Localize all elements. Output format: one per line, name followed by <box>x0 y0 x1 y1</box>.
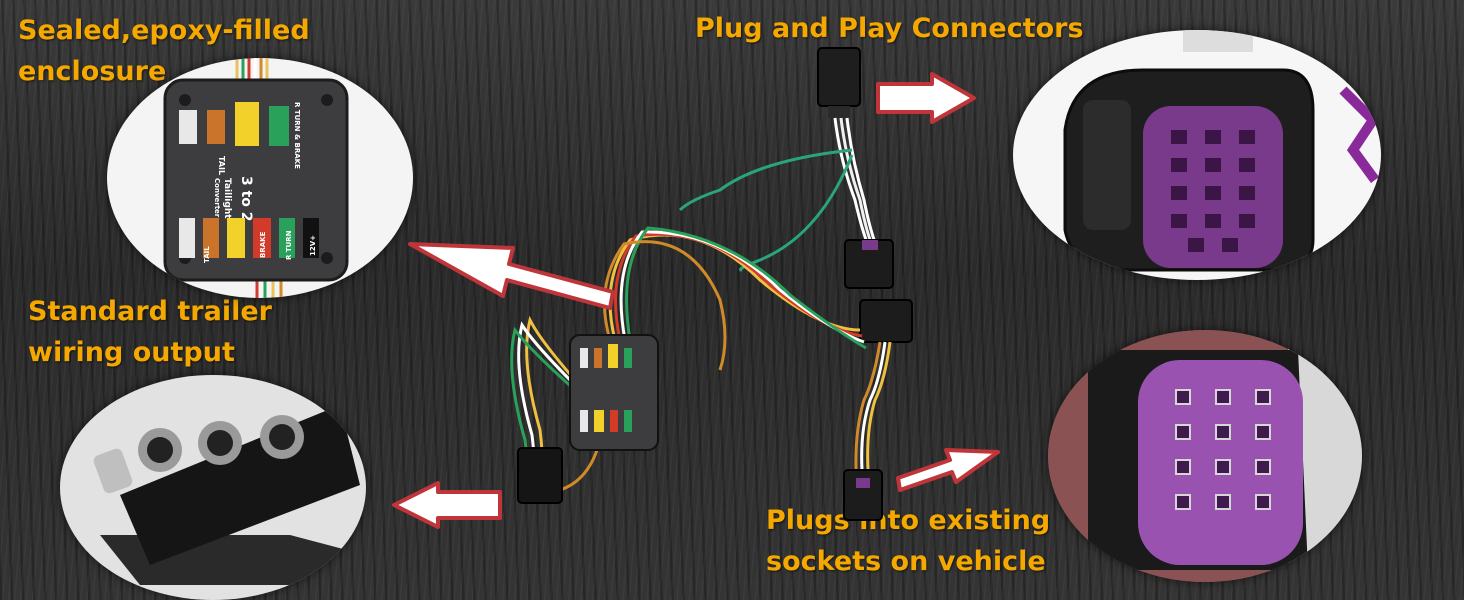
arrow-to-trailer-plug <box>392 481 502 529</box>
callout-enclosure-line1: Sealed,epoxy-filled <box>18 15 310 46</box>
box-bottom-label-rturn: R TURN <box>285 230 293 260</box>
trailer-plug-closeup <box>60 375 366 600</box>
arrow-to-converter-closeup <box>408 242 615 310</box>
trailer-plug-image <box>93 405 366 585</box>
callout-enclosure-line2: enclosure <box>18 56 167 87</box>
box-bottom-label-brake: BRAKE <box>259 231 267 258</box>
callout-trailer-line1: Standard trailer <box>28 296 272 327</box>
vehicle-pins-image <box>1048 330 1362 582</box>
callout-trailer-output: Standard trailer wiring output <box>28 291 272 373</box>
callout-vehicle-line1: Plugs into existing <box>766 505 1051 536</box>
box-top-label-rturn: R TURN & BRAKE <box>293 102 301 169</box>
connector-socket-closeup <box>1013 30 1381 280</box>
callout-connectors: Plug and Play Connectors <box>695 8 1084 49</box>
callout-trailer-line2: wiring output <box>28 337 235 368</box>
connector-socket-image <box>1063 30 1380 272</box>
vehicle-pins-closeup <box>1048 330 1362 582</box>
callout-vehicle-line2: sockets on vehicle <box>766 546 1046 577</box>
box-top-label-tail: TAIL <box>217 156 226 175</box>
converter-box-image: TAIL R TURN & BRAKE 3 to 2 Taillight Con… <box>163 58 349 298</box>
callout-enclosure: Sealed,epoxy-filled enclosure <box>18 10 310 92</box>
callout-vehicle-sockets: Plugs into existing sockets on vehicle <box>766 500 1050 582</box>
box-subtitle: Taillight <box>222 178 232 219</box>
converter-box-closeup: TAIL R TURN & BRAKE 3 to 2 Taillight Con… <box>107 58 413 298</box>
box-subtitle2: Converter <box>213 178 221 218</box>
box-bottom-label-12v: 12V+ <box>309 235 317 256</box>
box-title: 3 to 2 <box>238 176 254 222</box>
arrow-to-vehicle-pins <box>896 448 1000 492</box>
box-bottom-label-tail: TAIL <box>203 246 211 263</box>
arrow-to-connector-closeup <box>876 72 976 124</box>
callout-connectors-text: Plug and Play Connectors <box>695 13 1084 44</box>
